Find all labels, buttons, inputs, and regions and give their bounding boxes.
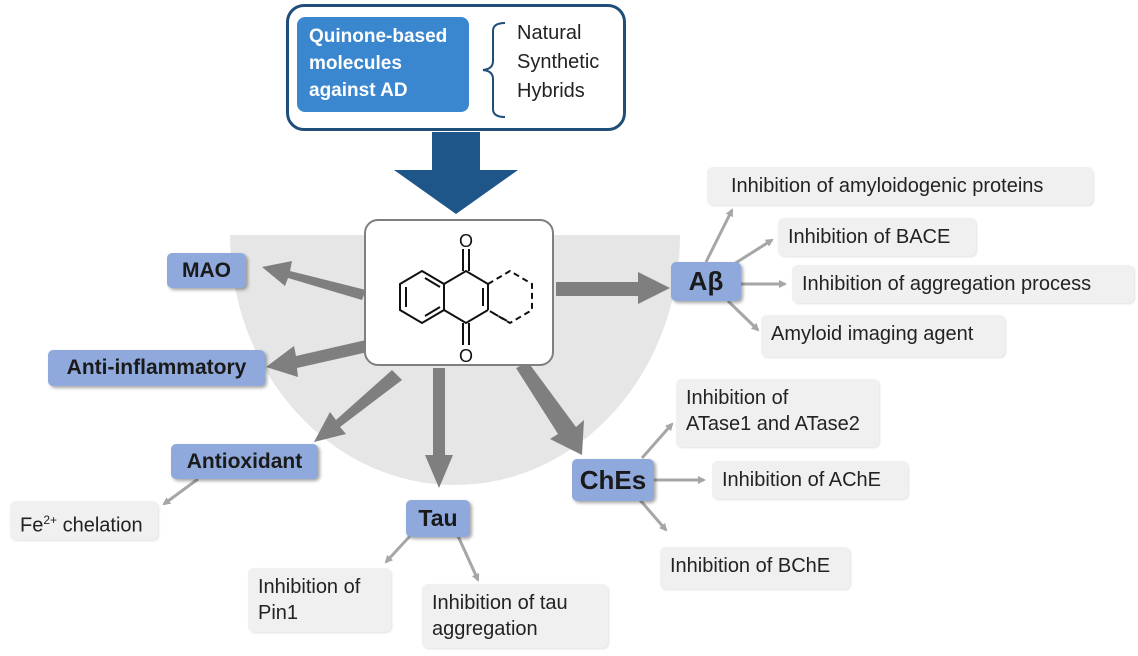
title-box: Quinone-based molecules against AD Natur… <box>286 4 626 131</box>
arrow-to-tau <box>425 368 453 488</box>
arrow-ches-bche <box>638 499 668 532</box>
arrow-ches-atase <box>640 422 674 459</box>
arrow-to-mao <box>262 261 366 300</box>
effect-fe-chelation: Fe2+ chelation <box>10 501 158 540</box>
fe-text: Fe <box>20 514 44 537</box>
effect-tau-aggregation-line-2: aggregation <box>432 618 538 640</box>
main-down-arrow <box>394 132 518 214</box>
arrow-tau-aggregation <box>456 535 480 582</box>
type-hybrids: Hybrids <box>517 80 585 102</box>
effect-tau-aggregation-line-1: Inhibition of tau <box>432 592 568 614</box>
fe-charge: 2+ <box>43 513 58 527</box>
category-abeta: Aβ <box>671 262 741 301</box>
title-line-3: against AD <box>309 80 408 101</box>
chelation-text: chelation <box>57 514 143 537</box>
effect-tau-aggregation: Inhibition of tau aggregation <box>422 584 608 648</box>
arrow-to-antioxidant <box>314 370 402 442</box>
oxygen-top: O <box>459 231 473 251</box>
effect-ache: Inhibition of AChE <box>712 461 908 499</box>
title-line-1: Quinone-based <box>309 26 448 47</box>
arrow-tau-pin1 <box>384 534 412 564</box>
arrow-to-anti-inflammatory <box>266 340 368 377</box>
quinone-structure-icon: O O <box>399 231 533 366</box>
effect-atase-line-2: ATase1 and ATase2 <box>686 413 860 435</box>
title-bracket <box>482 22 506 118</box>
type-synthetic: Synthetic <box>517 51 600 73</box>
arrow-antioxidant-fe <box>162 477 199 506</box>
arrow-to-abeta <box>556 272 670 304</box>
effect-pin1: Inhibition of Pin1 <box>248 568 391 632</box>
oxygen-bottom: O <box>459 346 473 364</box>
effect-aggregation-process: Inhibition of aggregation process <box>792 265 1134 303</box>
effect-amyloidogenic-proteins: Inhibition of amyloidogenic proteins <box>707 167 1093 205</box>
title-types: Natural Synthetic Hybrids <box>517 19 627 106</box>
arrow-abeta-bace <box>733 238 774 266</box>
category-antioxidant: Antioxidant <box>171 444 318 479</box>
quinone-structure-box: O O <box>364 219 554 366</box>
arrow-abeta-amyloidogenic <box>704 208 734 263</box>
arrow-to-ches <box>516 362 584 455</box>
effect-bche: Inhibition of BChE <box>660 547 850 589</box>
title-line-2: molecules <box>309 53 402 74</box>
effect-bace: Inhibition of BACE <box>778 218 976 256</box>
category-tau: Tau <box>406 500 470 537</box>
effect-amyloid-imaging: Amyloid imaging agent <box>761 315 1005 357</box>
arrow-abeta-imaging <box>726 299 760 332</box>
effect-atase-line-1: Inhibition of <box>686 387 789 409</box>
effect-pin1-line-2: Pin1 <box>258 602 299 624</box>
type-natural: Natural <box>517 22 582 44</box>
effect-pin1-line-1: Inhibition of <box>258 576 361 598</box>
category-anti-inflammatory: Anti-inflammatory <box>48 350 265 386</box>
title-label-box: Quinone-based molecules against AD <box>297 17 469 112</box>
category-ches: ChEs <box>572 459 654 501</box>
effect-atase: Inhibition of ATase1 and ATase2 <box>676 379 879 447</box>
category-mao: MAO <box>167 253 246 288</box>
